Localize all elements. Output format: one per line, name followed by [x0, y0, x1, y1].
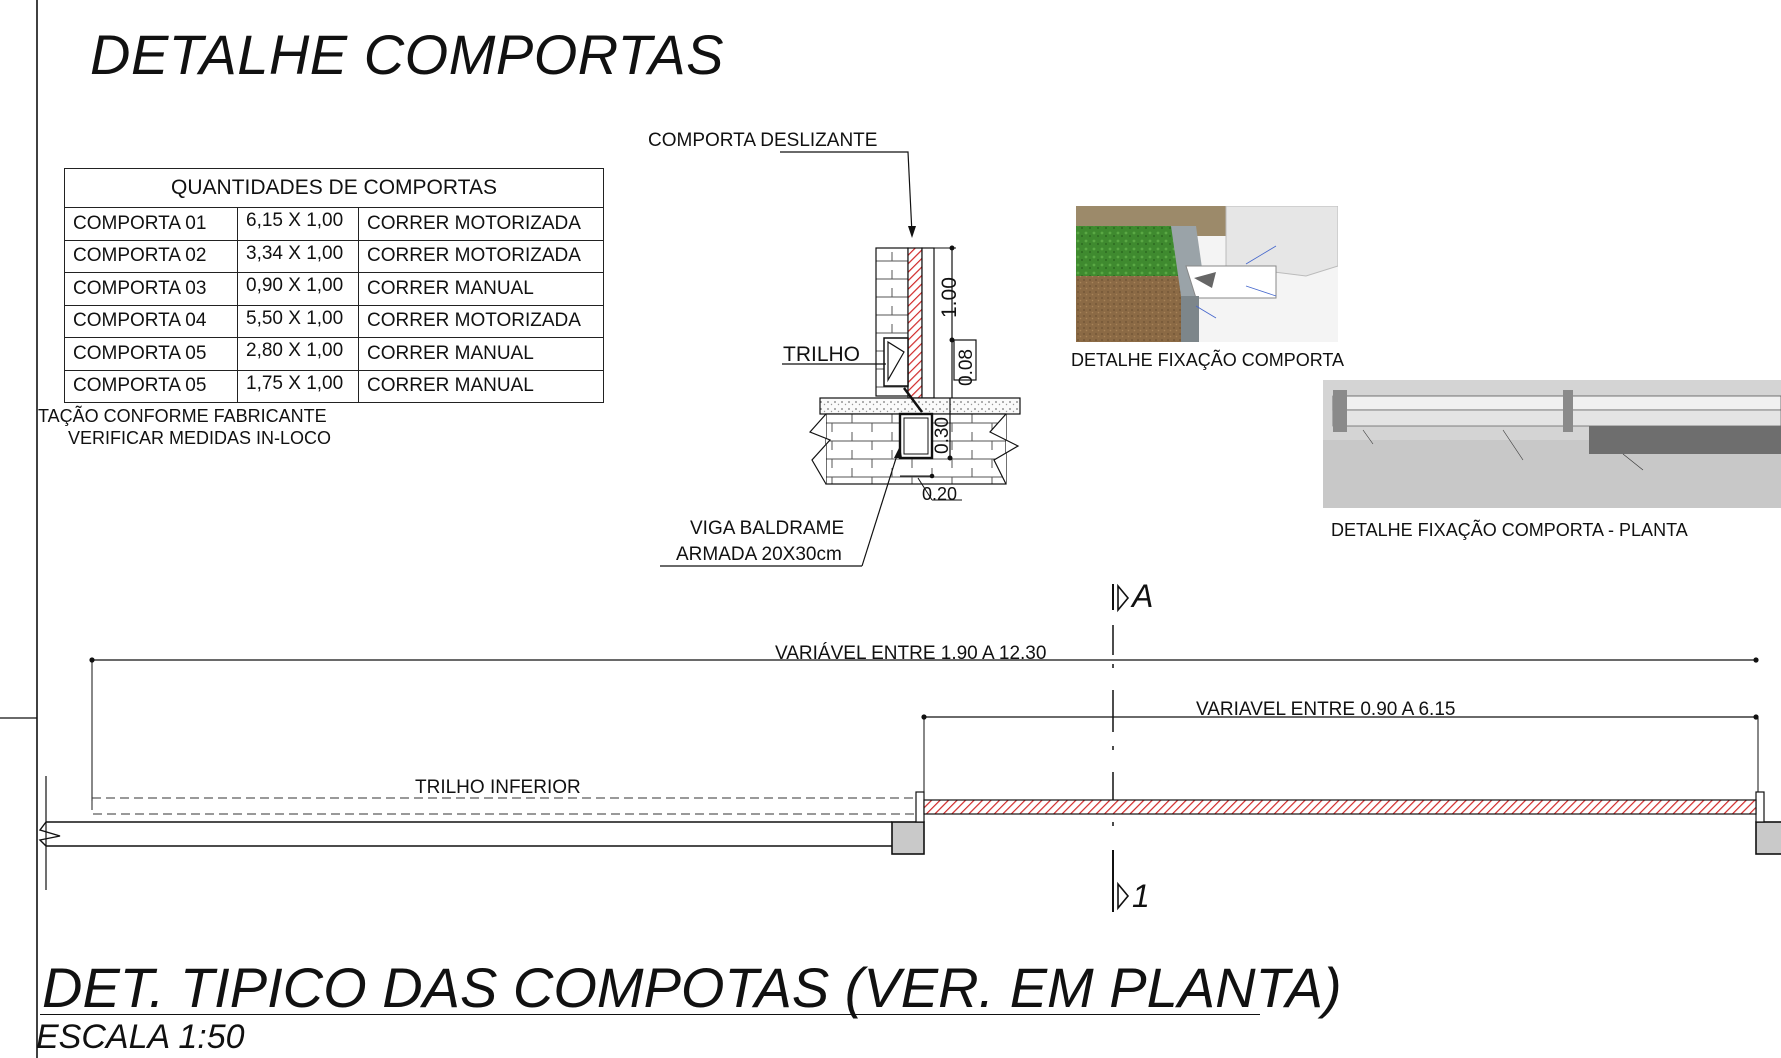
- cut-marker-bottom: 1: [1132, 878, 1150, 914]
- table-header: QUANTIDADES DE COMPORTAS: [64, 168, 604, 208]
- beam-label-line1: VIGA BALDRAME: [690, 518, 845, 539]
- gate-type-cell: CORRER MANUAL: [358, 337, 604, 371]
- rail-dim-box: [953, 339, 977, 381]
- gate-name-cell: COMPORTA 03: [64, 272, 238, 306]
- fixing-plan-caption: DETALHE FIXAÇÃO COMPORTA - PLANTA: [1331, 520, 1688, 540]
- gate-type-cell: CORRER MOTORIZADA: [358, 239, 604, 273]
- gate-section-detail: [660, 151, 1021, 567]
- fixing-plan-drawing: [1323, 380, 1781, 508]
- floor-slab: [819, 397, 1021, 415]
- gate-size-cell: 2,80 X 1,00: [237, 337, 359, 371]
- rail-inferior-label: TRILHO INFERIOR: [415, 777, 581, 798]
- wall-right: [921, 247, 935, 399]
- post-left: [891, 821, 925, 855]
- table-note-line1: TAÇÃO CONFORME FABRICANTE: [38, 406, 327, 426]
- gate-name-cell: COMPORTA 05: [64, 337, 238, 371]
- plan-title-underline: [40, 1014, 1260, 1015]
- dim-rail-label: 0.08: [956, 349, 977, 386]
- rail-label: TRILHO: [783, 343, 861, 366]
- gate-label: COMPORTA DESLIZANTE: [648, 130, 878, 151]
- beam-label-line2: ARMADA 20X30cm: [676, 544, 842, 565]
- table-row: COMPORTA 04 5,50 X 1,00 CORRER MOTORIZAD…: [64, 304, 604, 338]
- dim-height-label: 1.00: [938, 277, 961, 318]
- gate-leader: [780, 151, 913, 235]
- fixing-detail-render: [1076, 206, 1338, 342]
- gate-leaf-plan: [923, 799, 1757, 815]
- gate-size-cell: 1,75 X 1,00: [237, 369, 359, 403]
- dim-beam-height-label: 0.30: [932, 417, 953, 454]
- gate-size-cell: 5,50 X 1,00: [237, 304, 359, 338]
- bottom-rail-dashed: [91, 797, 923, 815]
- plan-title: DET. TIPICO DAS COMPOTAS (VER. EM PLANTA…: [42, 956, 1342, 1019]
- gate-type-cell: CORRER MOTORIZADA: [358, 304, 604, 338]
- dim-beam-width-label: 0.20: [922, 484, 958, 504]
- table-row: COMPORTA 03 0,90 X 1,00 CORRER MANUAL: [64, 272, 604, 306]
- post-right: [1755, 821, 1781, 855]
- gate-leaf: [907, 247, 923, 399]
- gate-name-cell: COMPORTA 04: [64, 304, 238, 338]
- page-title: DETALHE COMPORTAS: [90, 23, 724, 86]
- quantities-table: QUANTIDADES DE COMPORTAS COMPORTA 01 6,1…: [64, 168, 604, 403]
- fixing-plan-render: [1323, 380, 1781, 508]
- gate-type-cell: CORRER MANUAL: [358, 272, 604, 306]
- gate-name-cell: COMPORTA 01: [64, 207, 238, 241]
- gate-size-cell: 3,34 X 1,00: [237, 239, 359, 273]
- fixing-render-drawing: [1076, 206, 1338, 342]
- plan-scale: ESCALA 1:50: [36, 1018, 245, 1056]
- table-note-line2: VERIFICAR MEDIDAS IN-LOCO: [68, 428, 332, 448]
- fixing-detail-caption: DETALHE FIXAÇÃO COMPORTA: [1071, 350, 1345, 370]
- table-row: COMPORTA 05 1,75 X 1,00 CORRER MANUAL: [64, 369, 604, 403]
- gate-name-cell: COMPORTA 02: [64, 239, 238, 273]
- gate-type-cell: CORRER MANUAL: [358, 369, 604, 403]
- break-symbol: [38, 821, 61, 847]
- table-row: COMPORTA 05 2,80 X 1,00 CORRER MANUAL: [64, 337, 604, 371]
- gate-type-cell: CORRER MOTORIZADA: [358, 207, 604, 241]
- table-header-row: QUANTIDADES DE COMPORTAS: [64, 168, 604, 208]
- gate-size-cell: 0,90 X 1,00: [237, 272, 359, 306]
- table-row: COMPORTA 02 3,34 X 1,00 CORRER MOTORIZAD…: [64, 239, 604, 273]
- dim-gate-label: VARIAVEL ENTRE 0.90 A 6.15: [1196, 699, 1456, 720]
- table-row: COMPORTA 01 6,15 X 1,00 CORRER MOTORIZAD…: [64, 207, 604, 241]
- gate-size-cell: 6,15 X 1,00: [237, 207, 359, 241]
- dim-total-label: VARIÁVEL ENTRE 1.90 A 12.30: [775, 643, 1047, 664]
- baldrame-beam: [898, 412, 934, 460]
- gate-name-cell: COMPORTA 05: [64, 369, 238, 403]
- plan-detail: [38, 583, 1781, 912]
- beam-leader: [861, 451, 899, 567]
- cut-marker-top: A: [1132, 578, 1154, 614]
